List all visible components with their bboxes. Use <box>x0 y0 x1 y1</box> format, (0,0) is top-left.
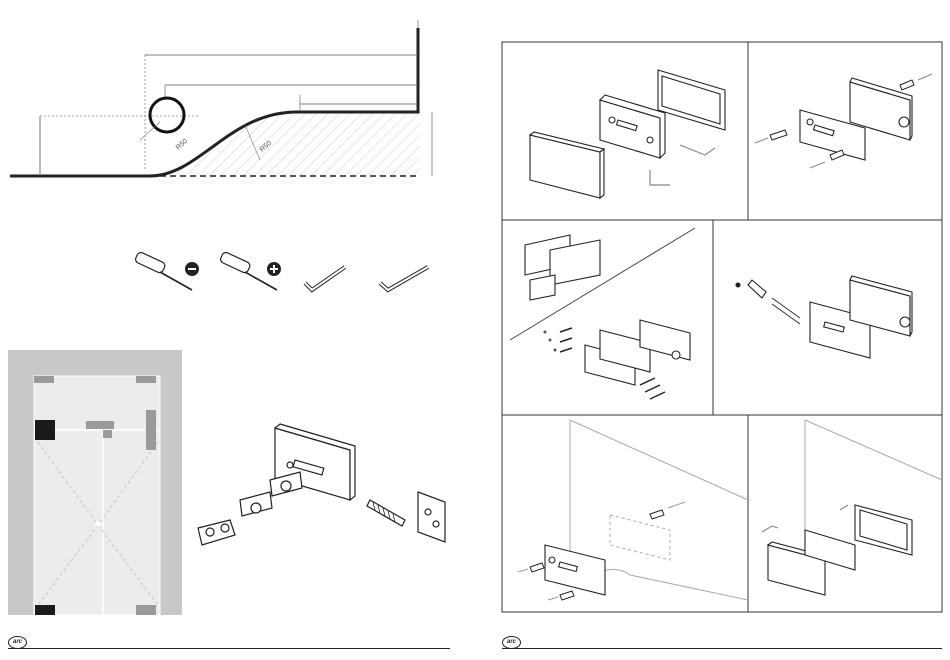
step-4-panel <box>736 276 912 358</box>
side-patch <box>146 410 156 450</box>
footer-rule-left <box>8 648 450 649</box>
bottom-right-patch <box>136 605 156 615</box>
top-right-patch <box>136 376 156 383</box>
hex-key-large-icon <box>380 267 428 290</box>
transom-patch-small <box>103 430 112 438</box>
hex-key-small-icon <box>305 267 345 290</box>
radius-label-1: R50 <box>175 138 189 152</box>
installation-steps <box>500 40 945 615</box>
step-1-panel <box>530 70 725 198</box>
flat-screwdriver-icon <box>134 251 199 290</box>
top-left-patch <box>34 376 54 383</box>
bottom-pivot-block <box>35 605 55 615</box>
step-5-panel <box>518 420 748 600</box>
phillips-screwdriver-icon <box>219 251 281 290</box>
exploded-fitting <box>190 420 460 560</box>
footer-rule-right <box>502 648 942 649</box>
step-2-panel <box>800 78 912 160</box>
step-6-panel <box>762 420 942 595</box>
detail-circle <box>150 98 184 132</box>
floor-profile-diagram: R50 R50 <box>0 0 475 200</box>
step-3-panel <box>510 228 695 399</box>
top-pivot-block <box>35 420 55 440</box>
door-diagram <box>8 350 188 615</box>
transom-patch <box>86 421 114 429</box>
left-page: R50 R50 <box>0 0 475 660</box>
pivot-point <box>95 521 101 527</box>
tools-row <box>0 245 475 305</box>
